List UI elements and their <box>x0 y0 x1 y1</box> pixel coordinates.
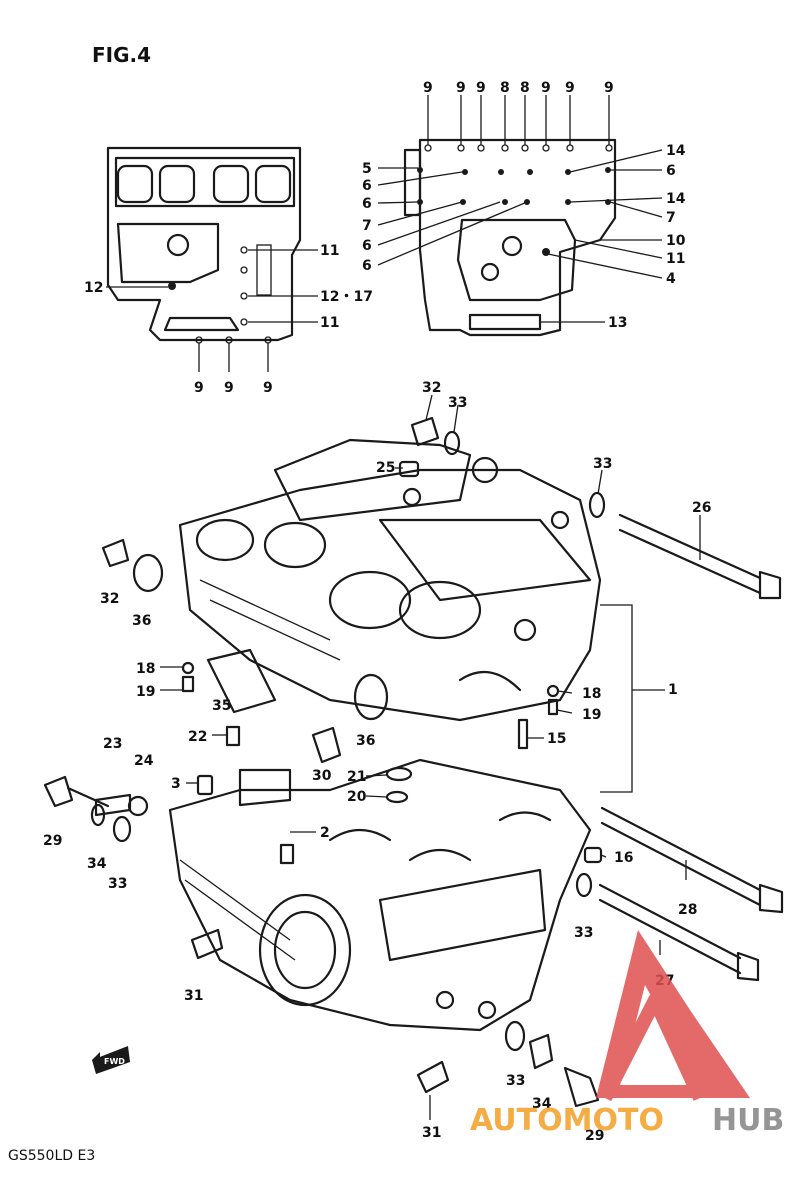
lower-crankcase-half <box>168 758 592 1032</box>
fwd-arrow-icon: FWD <box>92 1046 130 1074</box>
callout-label: 2 <box>320 825 330 841</box>
callout-label: 25 <box>376 460 395 476</box>
lower-crankcase-inset <box>377 95 663 337</box>
callout-bracket <box>600 604 665 793</box>
callout-label: 7 <box>362 218 372 234</box>
callout-label: 33 <box>593 456 612 472</box>
upper-crankcase-inset <box>106 146 318 372</box>
callout-label: 14 <box>666 143 686 159</box>
callout-label: 29 <box>585 1128 604 1144</box>
callout-label: 32 <box>422 380 441 396</box>
callout-label: 33 <box>574 925 593 941</box>
callout-label: 9 <box>565 80 575 96</box>
callout-label: 19 <box>136 684 155 700</box>
callout-label: 36 <box>132 613 151 629</box>
callout-label: 3 <box>171 776 181 792</box>
callout-label: 20 <box>347 789 367 805</box>
callout-label: 4 <box>666 271 676 287</box>
small-parts <box>43 416 606 1108</box>
callout-label: 6 <box>362 196 372 212</box>
callout-label: 28 <box>678 902 697 918</box>
callout-label: 9 <box>456 80 466 96</box>
top-left-callouts: 11 12 12・17 11 9 9 9 <box>84 243 373 396</box>
callout-label: 8 <box>500 80 510 96</box>
callout-label: 11 <box>320 315 339 331</box>
callout-label: 13 <box>608 315 627 331</box>
callout-label: 33 <box>506 1073 525 1089</box>
callout-label: 29 <box>43 833 62 849</box>
callout-label: 6 <box>362 258 372 274</box>
callout-label: 30 <box>312 768 332 784</box>
fwd-label: FWD <box>104 1057 125 1066</box>
crankcase-bolts <box>598 513 784 982</box>
watermark-part1: AUTOMOTO <box>470 1103 664 1138</box>
callout-label: 9 <box>476 80 486 96</box>
leader-lines <box>160 394 701 1120</box>
callout-label: 6 <box>362 238 372 254</box>
callout-label: 33 <box>108 876 127 892</box>
callout-label: 22 <box>188 729 207 745</box>
callout-label: 9 <box>604 80 614 96</box>
callout-label: 18 <box>582 686 601 702</box>
callout-label: 31 <box>422 1125 441 1141</box>
model-code: GS550LD E3 <box>8 1148 95 1164</box>
callout-label: 5 <box>362 161 372 177</box>
callout-label: 9 <box>194 380 204 396</box>
callout-label: 6 <box>362 178 372 194</box>
callout-label: 11 <box>320 243 339 259</box>
callout-label: 35 <box>212 698 231 714</box>
callout-label: 15 <box>547 731 566 747</box>
top-right-callouts: 9 9 9 8 8 9 9 9 5 6 6 7 6 6 14 6 14 7 10… <box>362 80 686 331</box>
callout-label: 18 <box>136 661 155 677</box>
callout-label: 12・17 <box>320 289 373 305</box>
callout-label: 16 <box>614 850 633 866</box>
watermark-part2: HUB <box>712 1103 784 1138</box>
callout-label: 23 <box>103 736 122 752</box>
callout-label: 1 <box>668 682 678 698</box>
callout-label: 7 <box>666 210 676 226</box>
figure-title: FIG.4 <box>92 43 151 67</box>
callout-label: 9 <box>224 380 234 396</box>
automotohub-watermark-logo <box>596 930 750 1102</box>
callout-label: 11 <box>666 251 685 267</box>
callout-label: 31 <box>184 988 203 1004</box>
callout-label: 6 <box>666 163 676 179</box>
callout-label: 9 <box>541 80 551 96</box>
callout-label: 33 <box>448 395 467 411</box>
callout-label: 34 <box>87 856 107 872</box>
callout-label: 14 <box>666 191 686 207</box>
upper-crankcase-half <box>178 438 602 722</box>
callout-label: 9 <box>263 380 273 396</box>
callout-label: 36 <box>356 733 375 749</box>
callout-label: 19 <box>582 707 601 723</box>
callout-label: 24 <box>134 753 154 769</box>
main-callouts: 32 33 25 33 26 32 36 18 19 35 1 18 19 36… <box>43 380 711 1144</box>
callout-label: 10 <box>666 233 686 249</box>
callout-label: 34 <box>532 1096 552 1112</box>
callout-label: 21 <box>347 769 366 785</box>
automotohub-watermark-text: AUTOMOTO HUB <box>470 1103 784 1138</box>
callout-label: 8 <box>520 80 530 96</box>
callout-label: 9 <box>423 80 433 96</box>
callout-label: 32 <box>100 591 119 607</box>
callout-label: 12 <box>84 280 103 296</box>
callout-label: 26 <box>692 500 711 516</box>
